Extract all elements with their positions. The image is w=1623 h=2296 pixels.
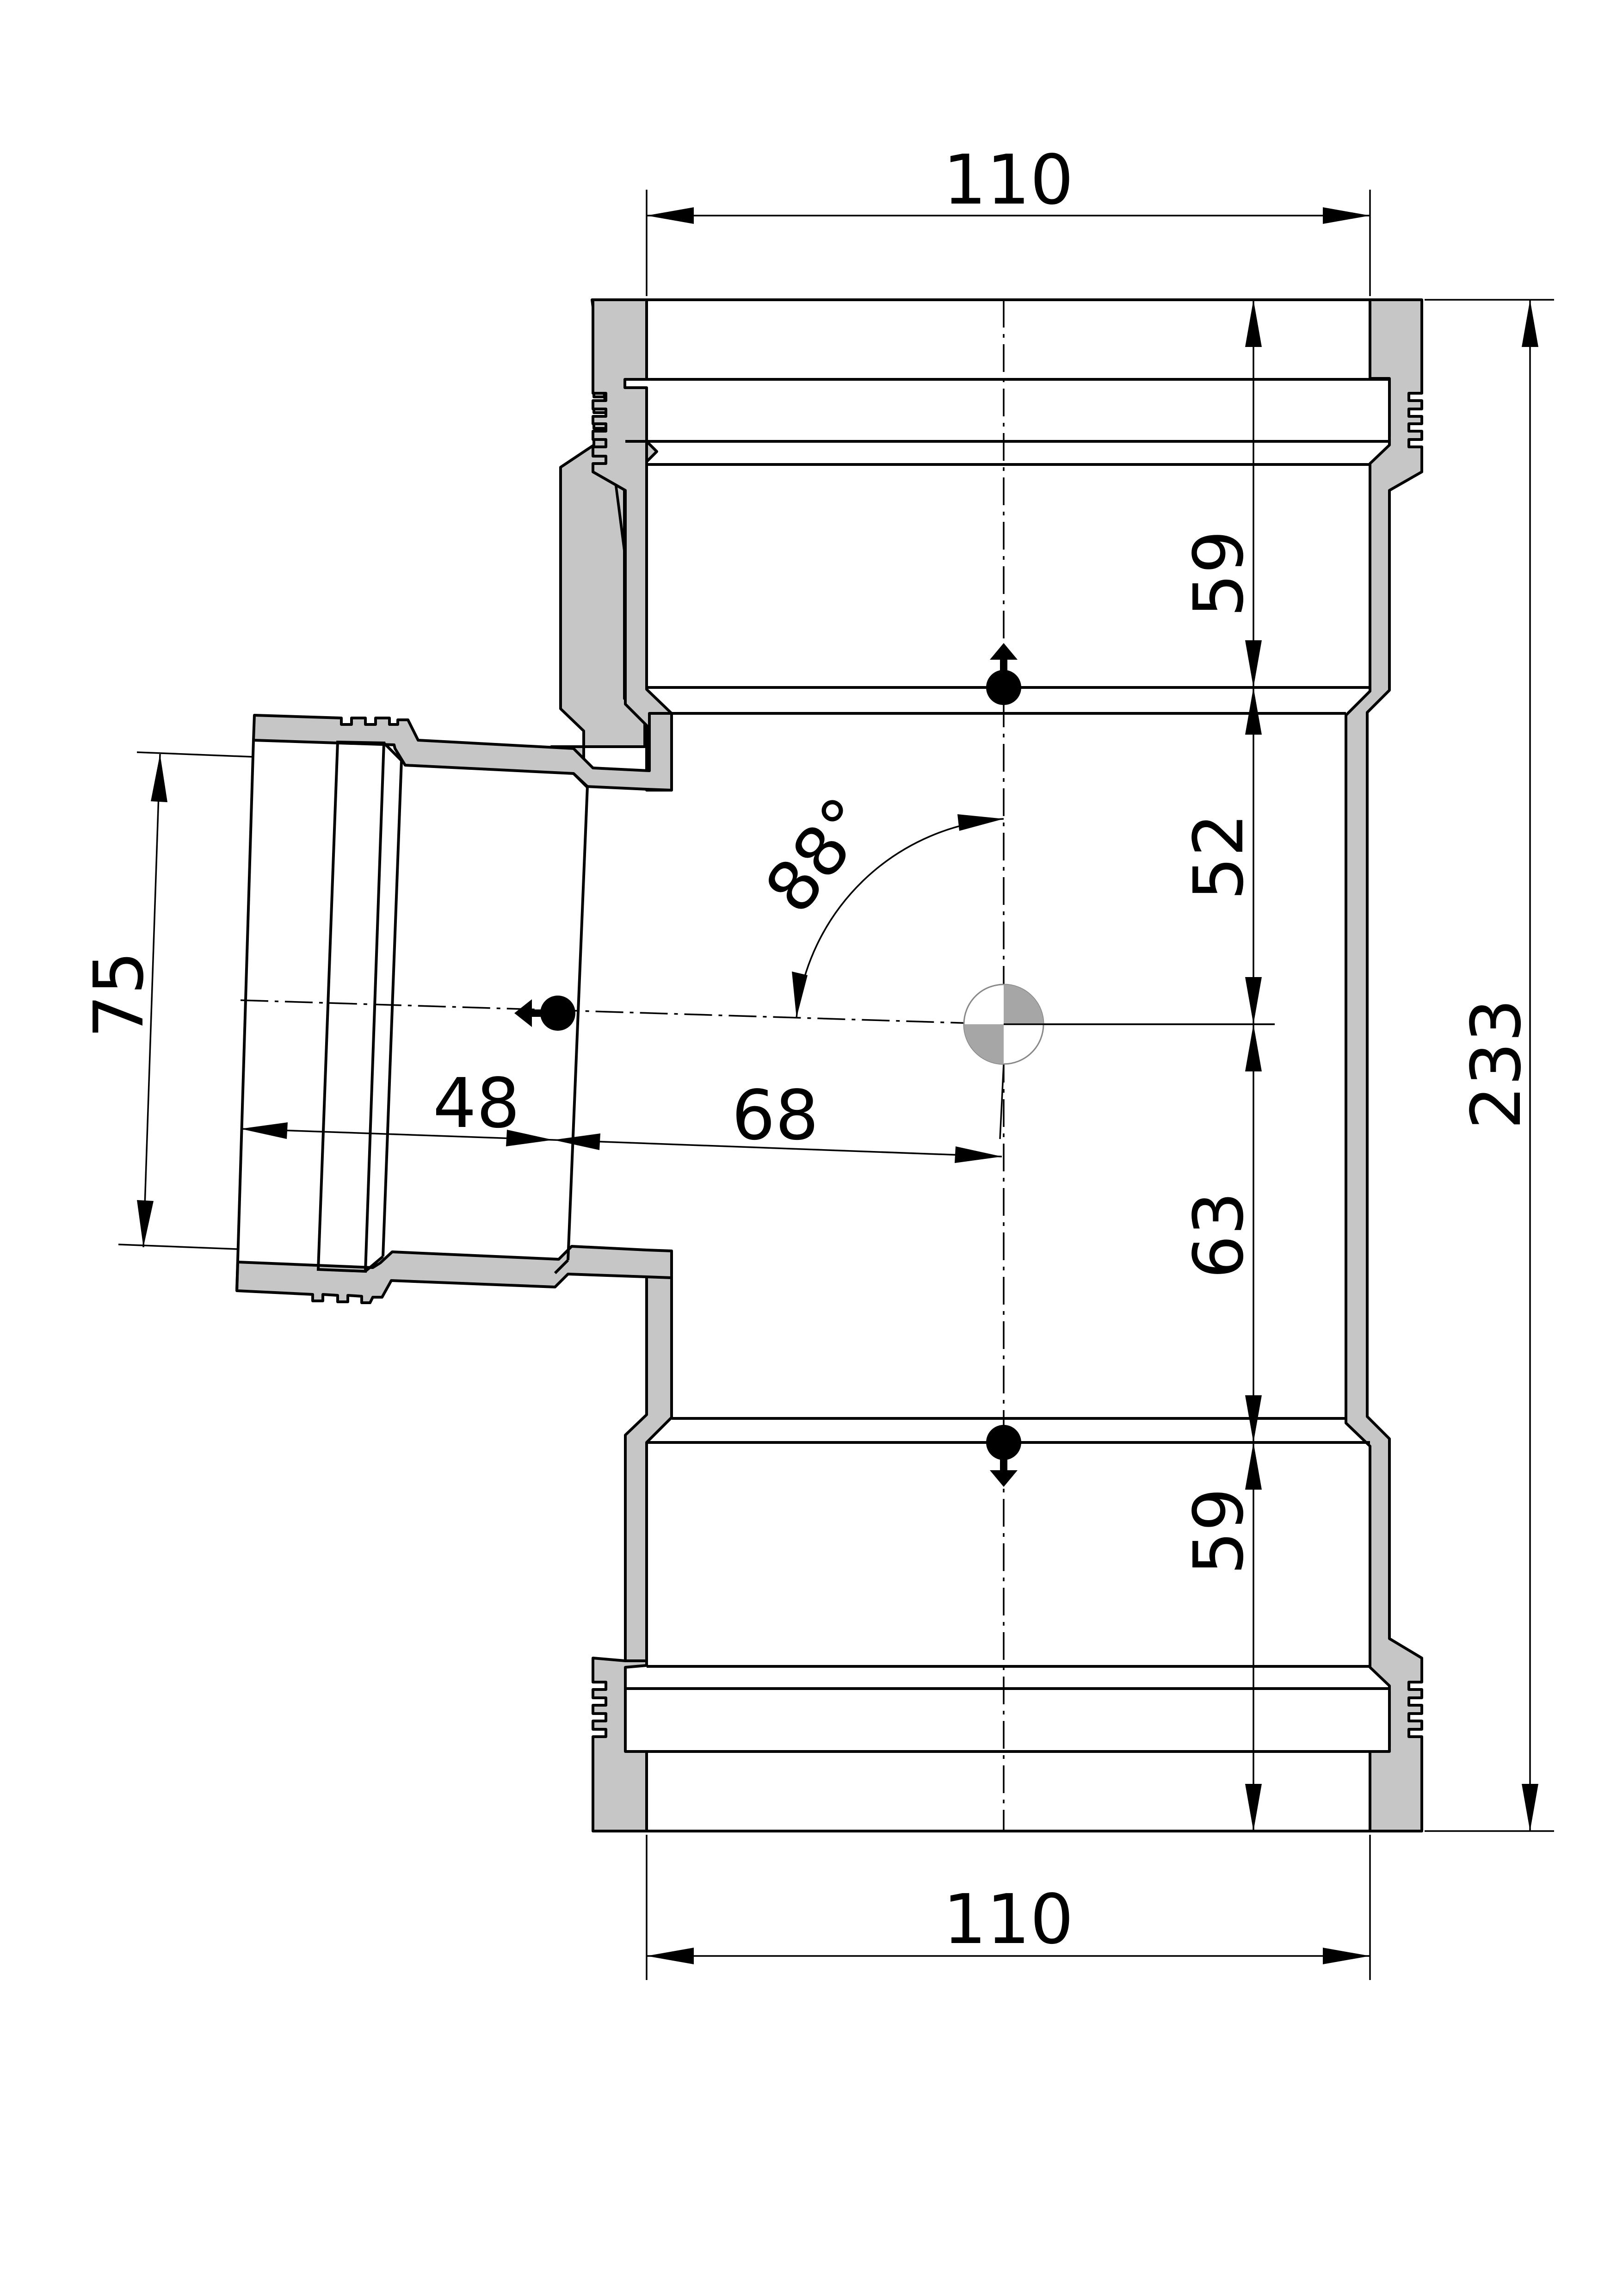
dim-top-width: 110: [646, 140, 1371, 296]
dim-vertical-chain: 59 52 63 59: [1004, 300, 1275, 1831]
insertion-arrow-top-icon: [986, 643, 1021, 705]
insertion-arrow-branch-icon: [514, 996, 575, 1031]
dim-total-height-label: 233: [1456, 999, 1536, 1130]
dim-branch-horizontal: 48 68: [240, 1064, 1002, 1163]
insertion-arrow-bottom-icon: [986, 1425, 1021, 1487]
branch-upper-wall: [252, 712, 673, 792]
center-axes: [240, 300, 1275, 1831]
dim-upper-body-label: 52: [1179, 813, 1259, 900]
dim-branch-angle-label: 88°: [750, 783, 887, 928]
dim-lower-body-label: 63: [1179, 1192, 1259, 1279]
dim-branch-angle: 88°: [750, 783, 1004, 1018]
branch-lower-wall: [235, 1245, 673, 1304]
branch-socket-ring: [316, 740, 386, 1273]
dim-top-width-label: 110: [943, 140, 1074, 220]
dim-bottom-width-label: 110: [943, 1880, 1074, 1959]
dim-branch-diameter: 75: [79, 751, 254, 1250]
branch-pipe: [235, 712, 673, 1304]
main-inner-lines: [625, 298, 1389, 1832]
dim-bottom-width: 110: [646, 1835, 1371, 1980]
main-left-wall-bottom: [592, 1657, 648, 1832]
main-left-wall-lower: [624, 1250, 673, 1662]
dim-lower-socket-label: 59: [1179, 1488, 1259, 1575]
dim-total-height: 233: [1425, 299, 1554, 1832]
dim-upper-socket-label: 59: [1179, 530, 1259, 617]
dim-branch-socket-label: 48: [433, 1064, 520, 1143]
dim-branch-diameter-label: 75: [79, 951, 159, 1038]
dim-branch-offset-label: 68: [732, 1076, 819, 1155]
main-right-wall: [1345, 298, 1423, 1832]
